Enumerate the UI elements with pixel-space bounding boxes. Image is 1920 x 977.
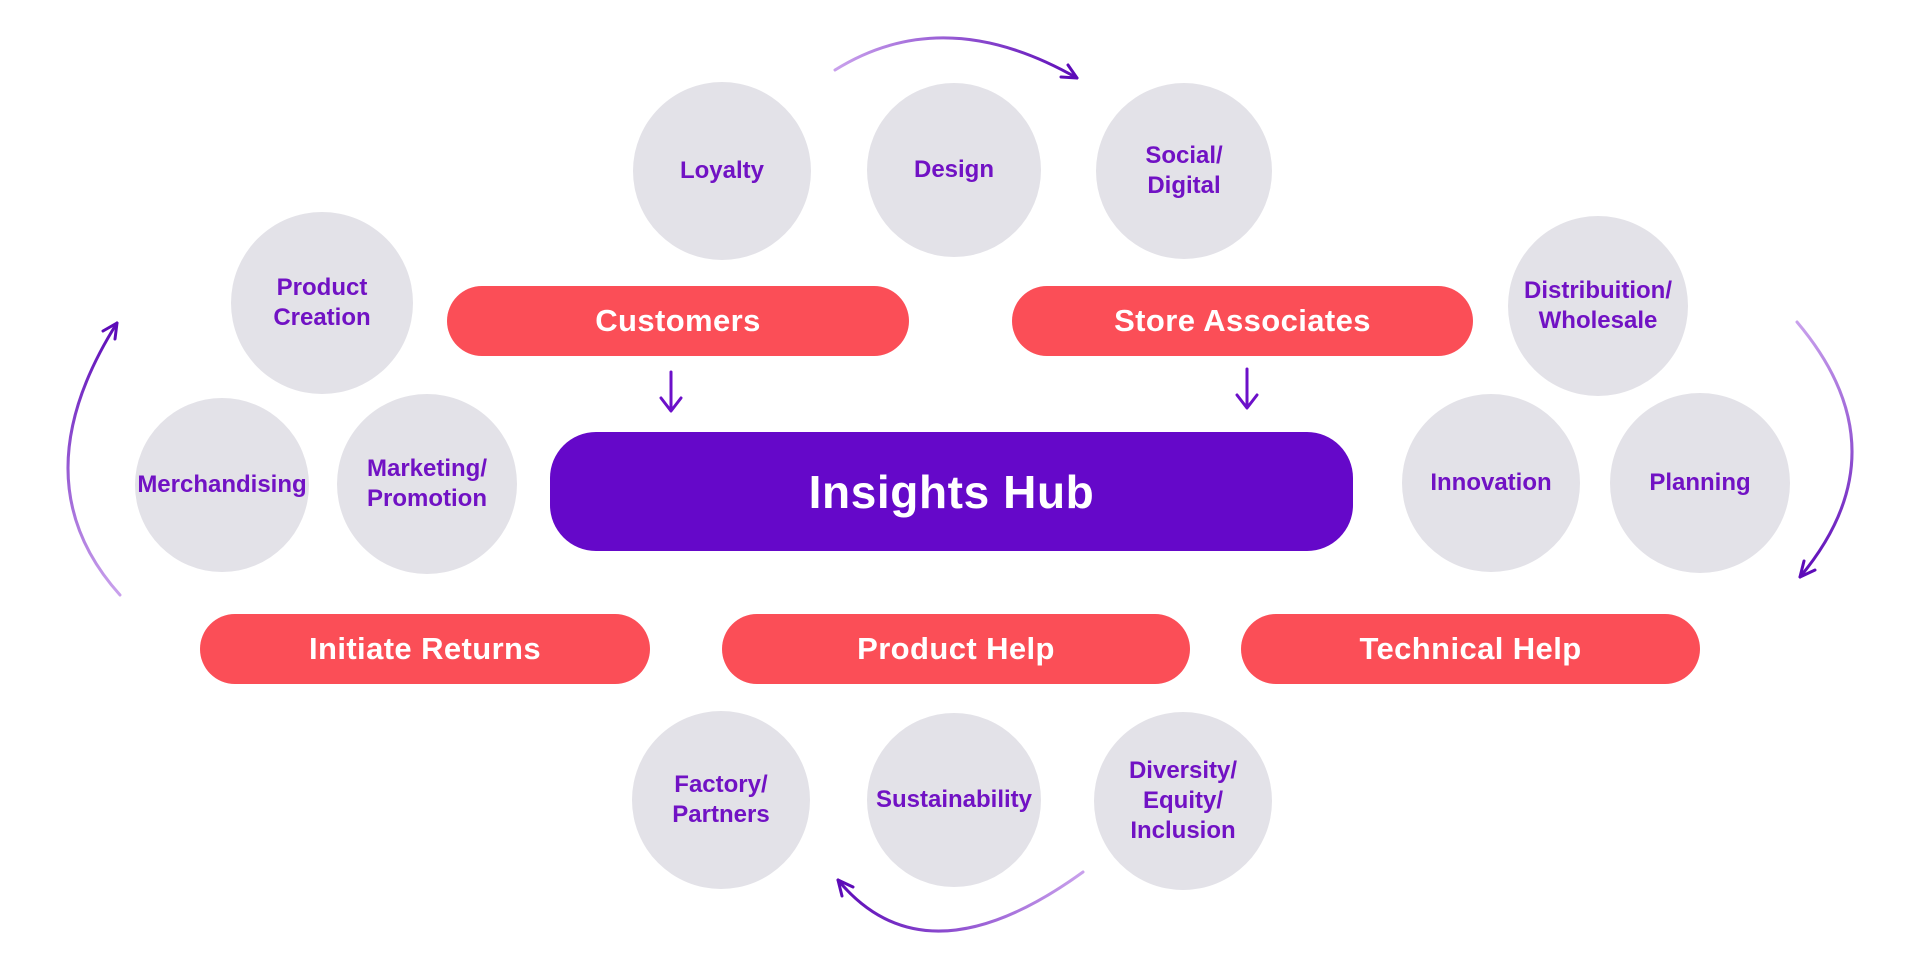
node-label: Marketing/ Promotion bbox=[366, 455, 488, 512]
node-label: Social/ Digital bbox=[1145, 142, 1223, 199]
left-curved-arrow-icon bbox=[66, 321, 122, 597]
node-sustainability: Sustainability bbox=[867, 713, 1041, 887]
bottom-curved-arrow-icon bbox=[836, 870, 1085, 933]
pill-label: Product Help bbox=[857, 631, 1055, 666]
node-factory-partners: Factory/ Partners bbox=[632, 711, 810, 889]
pill-product-help: Product Help bbox=[722, 614, 1190, 684]
node-distribution-wholesale: Distribuition/ Wholesale bbox=[1508, 216, 1688, 396]
node-planning: Planning bbox=[1610, 393, 1790, 573]
node-social-digital: Social/ Digital bbox=[1096, 83, 1272, 259]
pill-label: Customers bbox=[595, 303, 761, 338]
node-label: Design bbox=[913, 156, 994, 183]
pill-initiate-returns: Initiate Returns bbox=[200, 614, 650, 684]
pill-label: Initiate Returns bbox=[308, 631, 542, 666]
node-label: Loyalty bbox=[679, 157, 765, 184]
node-design: Design bbox=[867, 83, 1041, 257]
node-marketing-promotion: Marketing/ Promotion bbox=[337, 394, 517, 574]
node-label: Merchandising bbox=[137, 471, 307, 498]
store-associates-down-arrow-icon bbox=[1235, 367, 1259, 410]
node-label: Planning bbox=[1649, 469, 1751, 496]
right-curved-arrow-icon bbox=[1795, 320, 1854, 579]
node-loyalty: Loyalty bbox=[633, 82, 811, 260]
customers-down-arrow-icon bbox=[659, 370, 683, 413]
node-label: Diversity/ Equity/ Inclusion bbox=[1128, 757, 1238, 844]
node-innovation: Innovation bbox=[1402, 394, 1580, 572]
node-label: Product Creation bbox=[273, 274, 371, 331]
pill-label: Store Associates bbox=[1114, 303, 1371, 338]
node-product-creation: Product Creation bbox=[231, 212, 413, 394]
pill-customers: Customers bbox=[447, 286, 909, 356]
pill-label: Technical Help bbox=[1359, 631, 1582, 666]
node-label: Innovation bbox=[1430, 469, 1552, 496]
node-diversity-equity-inclusion: Diversity/ Equity/ Inclusion bbox=[1094, 712, 1272, 890]
pill-store-associates: Store Associates bbox=[1012, 286, 1473, 356]
insights-hub-label: Insights Hub bbox=[808, 465, 1095, 518]
node-merchandising: Merchandising bbox=[135, 398, 309, 572]
top-curved-arrow-icon bbox=[833, 36, 1079, 80]
pill-technical-help: Technical Help bbox=[1241, 614, 1700, 684]
node-label: Sustainability bbox=[875, 786, 1033, 813]
insights-hub-pill: Insights Hub bbox=[550, 432, 1353, 551]
node-label: Factory/ Partners bbox=[672, 771, 770, 828]
node-label: Distribuition/ Wholesale bbox=[1524, 277, 1672, 334]
